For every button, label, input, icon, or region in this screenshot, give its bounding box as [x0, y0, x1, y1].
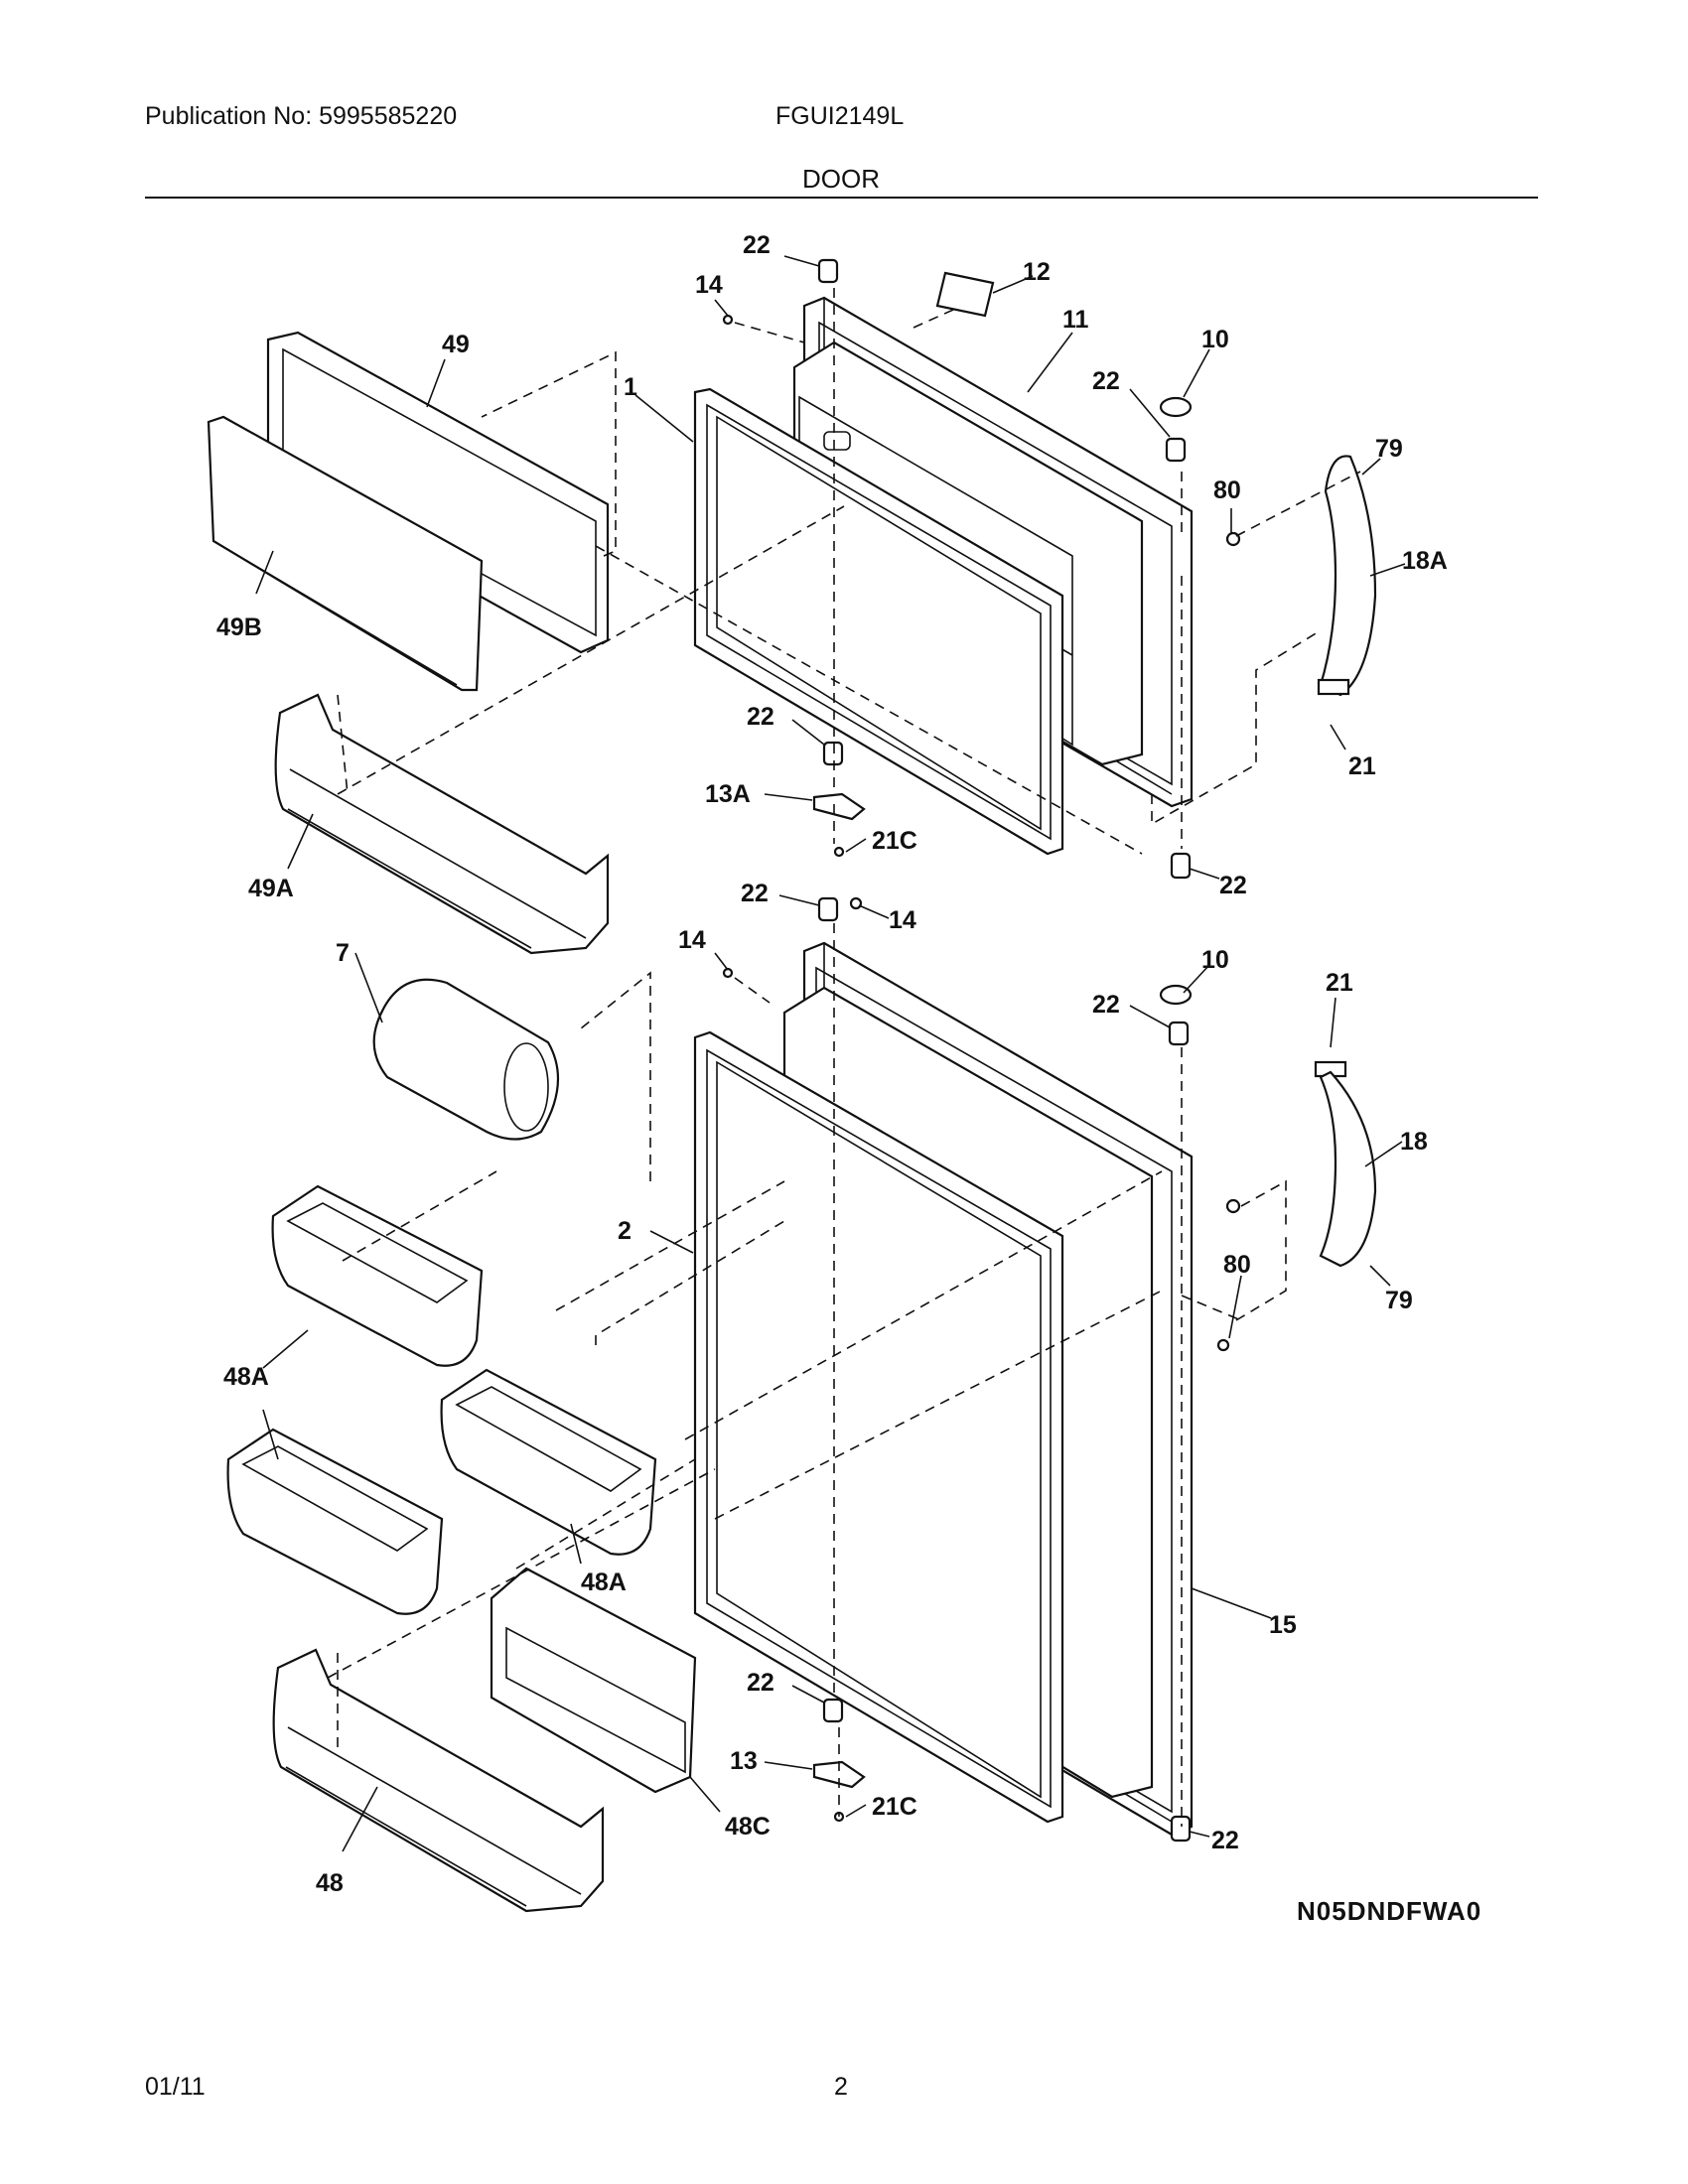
publication-number: Publication No: 5995585220	[145, 102, 458, 130]
door-bin-48A-middle	[440, 1368, 657, 1556]
fresh-food-handle-18	[1314, 1060, 1377, 1268]
callout-18: 18	[1400, 1128, 1428, 1156]
callout-49: 49	[442, 331, 470, 358]
callout-22: 22	[1092, 367, 1120, 395]
freezer-handle-18A	[1317, 455, 1377, 697]
freezer-door-gasket	[693, 387, 1064, 856]
door-shelf-48	[272, 1648, 605, 1913]
callout-22: 22	[1211, 1827, 1239, 1854]
callout-13: 13	[730, 1747, 758, 1775]
page-number: 2	[834, 2073, 848, 2101]
callout-48A: 48A	[223, 1363, 269, 1391]
freezer-shelf-49A	[274, 693, 610, 955]
callout-48C: 48C	[725, 1813, 771, 1841]
freezer-hardware	[722, 258, 1241, 880]
callout-22: 22	[747, 1669, 774, 1697]
fresh-food-door-gasket	[693, 1030, 1064, 1824]
model-number: FGUI2149L	[775, 102, 905, 130]
callout-79: 79	[1375, 435, 1403, 463]
callout-21: 21	[1326, 969, 1353, 997]
callout-10: 10	[1201, 946, 1229, 974]
callout-14: 14	[678, 926, 706, 954]
callout-15: 15	[1269, 1611, 1297, 1639]
filter-7	[372, 978, 560, 1141]
callout-21: 21	[1348, 752, 1376, 780]
callout-7: 7	[336, 939, 350, 967]
leader-lines	[255, 255, 1406, 1852]
callout-10: 10	[1201, 326, 1229, 353]
callout-48A: 48A	[581, 1569, 627, 1596]
callout-14: 14	[695, 271, 723, 299]
assembly-lines	[327, 288, 1361, 1827]
header-rule	[145, 197, 1538, 199]
freezer-bin-front-49B	[207, 415, 484, 692]
callout-48: 48	[316, 1869, 344, 1897]
diagram-code: N05DNDFWA0	[1297, 1896, 1482, 1926]
callout-79: 79	[1385, 1287, 1413, 1314]
door-bin-48A-upper	[271, 1184, 484, 1367]
callout-21C: 21C	[872, 1793, 917, 1821]
callout-22: 22	[743, 231, 771, 259]
callout-14: 14	[889, 906, 916, 934]
callout-labels: 22 14 12 11 10 22 49 1 80 79 18A 49B 22 …	[216, 231, 1448, 1897]
revision-date: 01/11	[145, 2073, 206, 2101]
callout-22: 22	[1219, 872, 1247, 899]
callout-80: 80	[1223, 1251, 1251, 1279]
callout-11: 11	[1062, 306, 1089, 334]
callout-22: 22	[741, 880, 769, 907]
callout-22: 22	[1092, 991, 1120, 1019]
callout-12: 12	[1023, 258, 1051, 286]
callout-18A: 18A	[1402, 547, 1448, 575]
callout-1: 1	[624, 373, 637, 401]
callout-80: 80	[1213, 477, 1241, 504]
section-title: DOOR	[802, 164, 880, 194]
callout-22: 22	[747, 703, 774, 731]
callout-2: 2	[618, 1217, 632, 1245]
callout-49B: 49B	[216, 614, 262, 641]
callout-49A: 49A	[248, 875, 294, 902]
door-bin-48A-lower	[226, 1428, 444, 1615]
fresh-food-hardware	[722, 896, 1241, 1843]
door-bin-48C	[490, 1567, 697, 1794]
callout-13A: 13A	[705, 780, 751, 808]
callout-21C: 21C	[872, 827, 917, 855]
